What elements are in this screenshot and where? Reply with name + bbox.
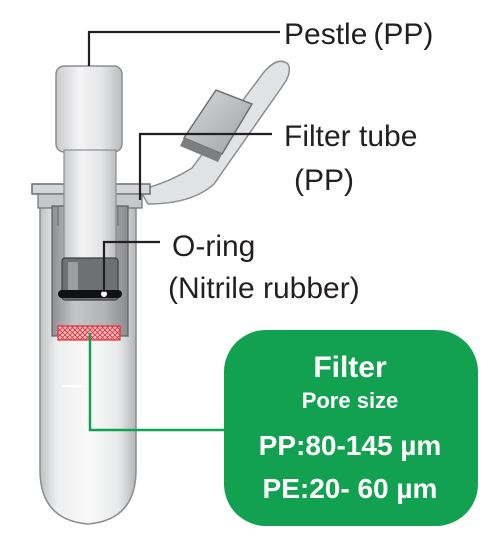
o-ring <box>58 290 122 298</box>
filter-info-box-bg <box>224 330 478 526</box>
oring-leader-line <box>102 240 160 292</box>
filter-pe-pore-size: PE:20- 60 µm <box>263 473 438 504</box>
filter-leader-line <box>88 333 226 432</box>
tube-cap <box>138 60 291 205</box>
pestle-label: Pestle (PP) <box>284 18 433 51</box>
filter-subtitle: Pore size <box>302 388 399 413</box>
filter-tube-label-line1: Filter tube <box>284 120 417 153</box>
filter-tube-leader-line <box>138 132 272 200</box>
pestle <box>55 65 123 301</box>
filter-tube-label-line2: (PP) <box>294 164 354 197</box>
filter-title: Filter <box>313 351 387 384</box>
filter-info-box: Filter Pore size PP:80-145 µm PE:20- 60 … <box>224 330 478 526</box>
oring-label-line1: O-ring <box>172 230 255 263</box>
oring-label-line2: (Nitrile rubber) <box>168 272 360 305</box>
filter-pp-pore-size: PP:80-145 µm <box>259 430 442 461</box>
pestle-leader-line <box>87 30 280 66</box>
o-ring-marker <box>101 291 107 297</box>
